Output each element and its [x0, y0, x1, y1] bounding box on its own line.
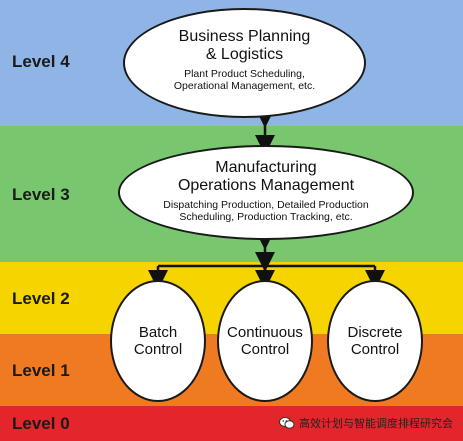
bpl-sub-line1: Plant Product Scheduling,: [184, 68, 305, 80]
wechat-icon: [279, 417, 295, 429]
batch-label-line1: Batch: [138, 324, 178, 341]
discrete-label-line2: Control: [350, 341, 400, 358]
watermark: 高效计划与智能调度排程研究会: [279, 415, 453, 431]
mom-title-line2: Operations Management: [177, 177, 355, 194]
mom-sub-line2: Scheduling, Production Tracking, etc.: [179, 211, 353, 223]
watermark-text: 高效计划与智能调度排程研究会: [299, 418, 453, 430]
level-0-label: Level 0: [12, 414, 70, 433]
batch-label-line2: Control: [133, 341, 183, 358]
level-2-label: Level 2: [12, 289, 70, 308]
discrete-label-line1: Discrete: [347, 324, 403, 341]
level-3-label: Level 3: [12, 185, 70, 204]
business-planning-ellipse: Business Planning & Logistics Plant Prod…: [123, 8, 366, 118]
continuous-label-line1: Continuous: [227, 324, 303, 341]
bpl-title-line1: Business Planning: [178, 28, 311, 45]
level-0-band: [0, 406, 463, 441]
mom-sub-line1: Dispatching Production, Detailed Product…: [163, 199, 369, 211]
level-4-label: Level 4: [12, 52, 70, 71]
level-1-label: Level 1: [12, 361, 70, 380]
manufacturing-operations-ellipse: Manufacturing Operations Management Disp…: [118, 145, 414, 240]
bpl-sub-line2: Operational Management, etc.: [173, 80, 316, 92]
mom-title-line1: Manufacturing: [215, 159, 317, 176]
bpl-title-line2: & Logistics: [205, 46, 284, 63]
continuous-label-line2: Control: [240, 341, 290, 358]
